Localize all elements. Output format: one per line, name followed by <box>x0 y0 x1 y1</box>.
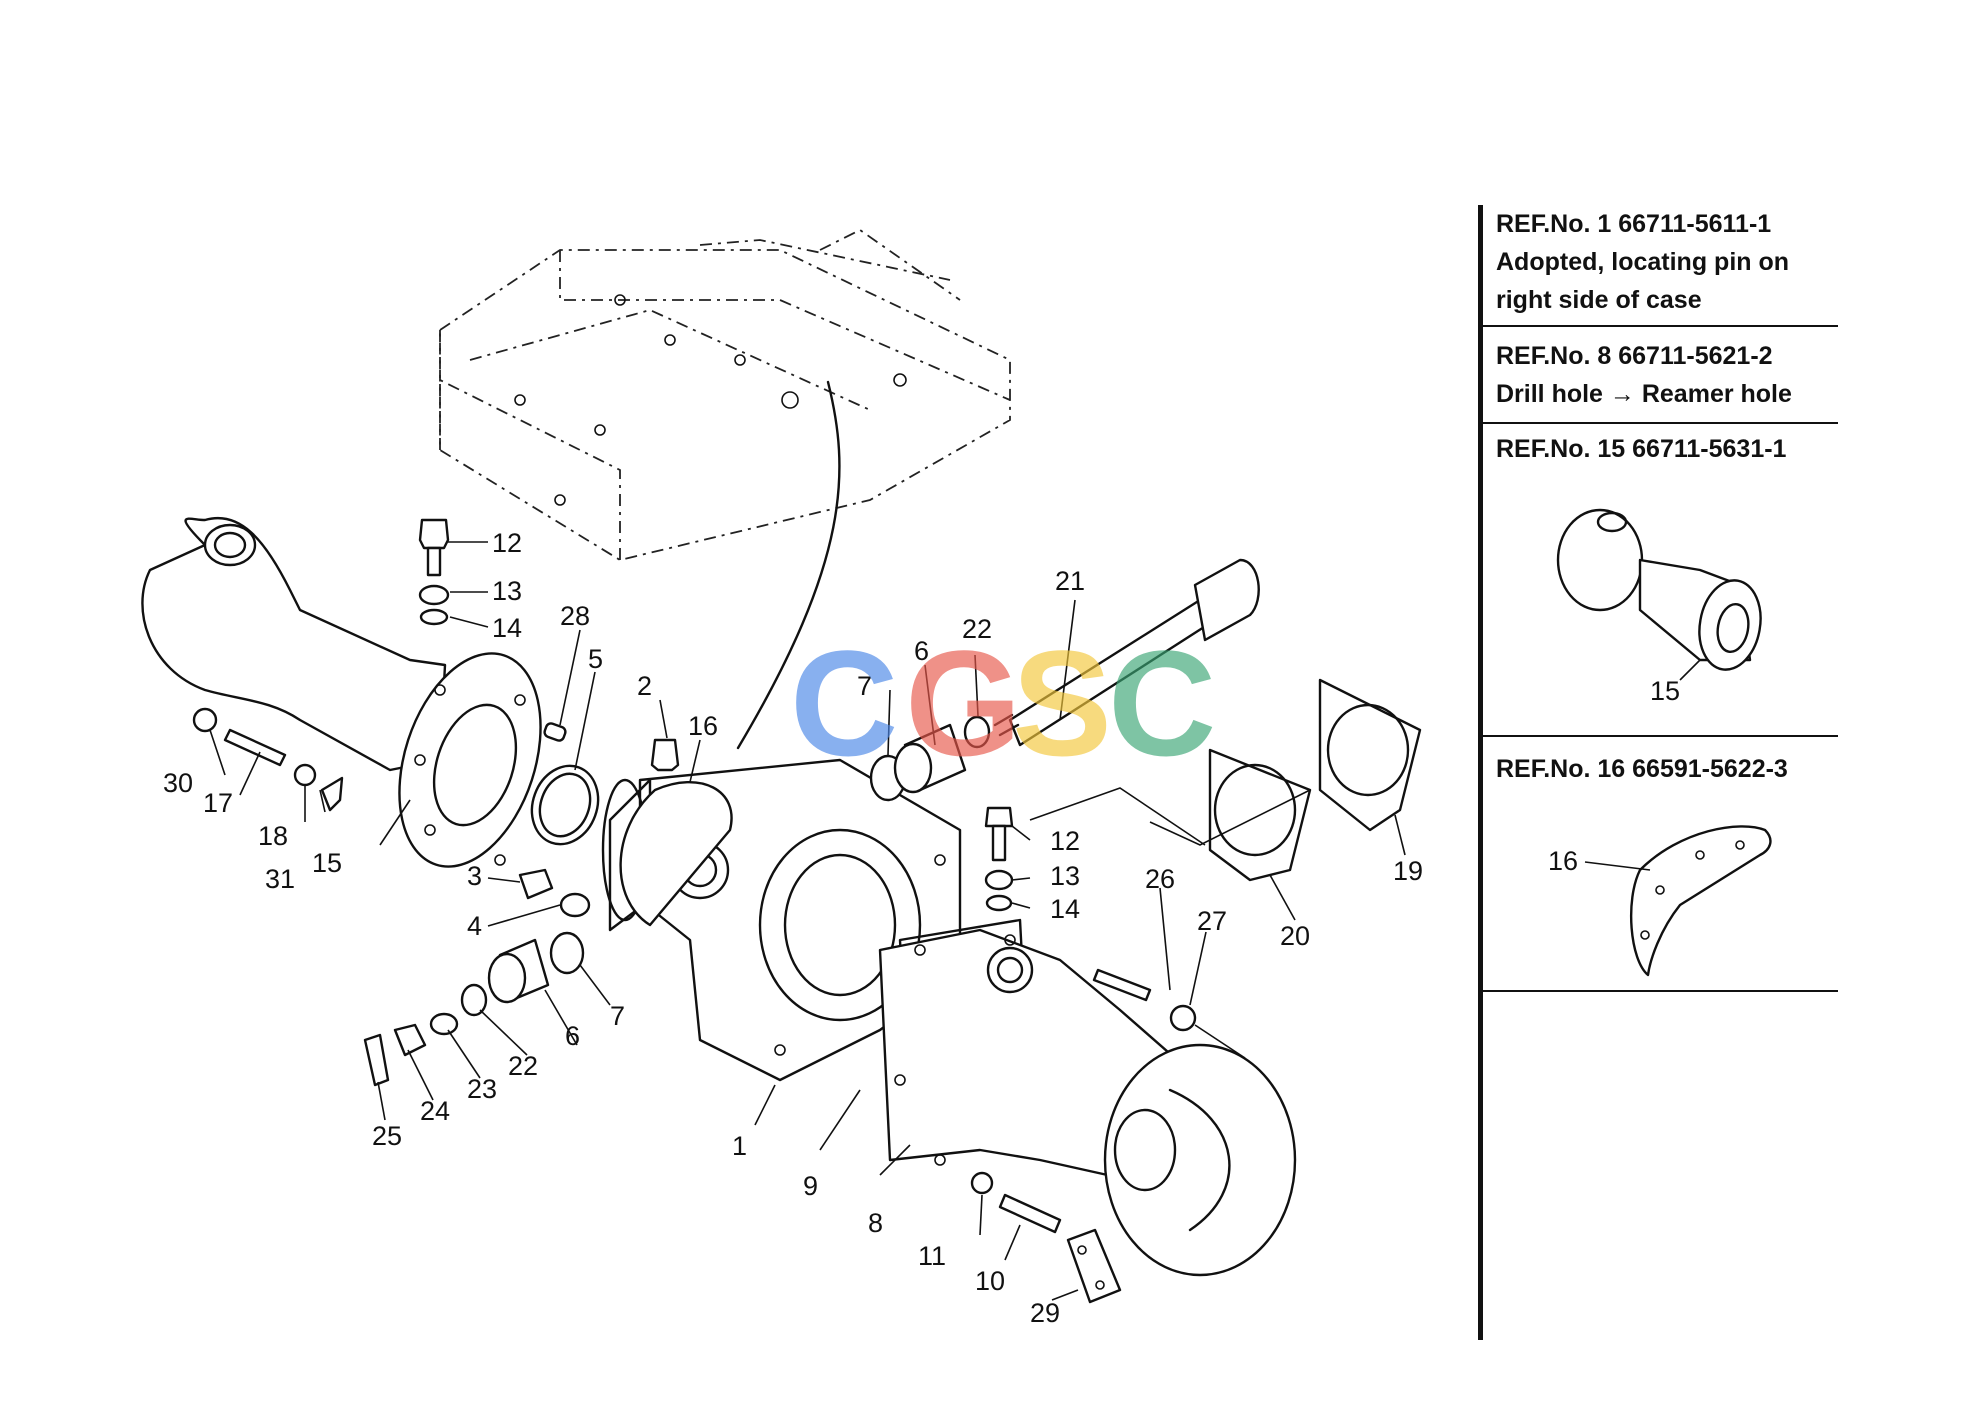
callout-19: 19 <box>1393 856 1423 886</box>
callout-28: 28 <box>560 601 590 631</box>
callout-6b: 6 <box>565 1021 580 1051</box>
callout-27: 27 <box>1197 906 1227 936</box>
tractor-frame-outline <box>439 228 1011 561</box>
callout-12b: 12 <box>1050 826 1080 856</box>
watermark-letter-2: G <box>905 619 1022 787</box>
callout-7: 7 <box>857 671 872 701</box>
callout-30: 30 <box>163 768 193 798</box>
callout-22: 22 <box>962 614 992 644</box>
callout-4: 4 <box>467 911 482 941</box>
note-ref-15-number: REF.No. 15 66711-5631-1 <box>1496 435 1787 463</box>
callout-20: 20 <box>1280 921 1310 951</box>
watermark-letter-1: C <box>790 619 898 787</box>
note-divider-1 <box>1483 325 1838 327</box>
callout-26: 26 <box>1145 864 1175 894</box>
callout-16: 16 <box>688 711 718 741</box>
callout-3: 3 <box>467 861 482 891</box>
watermark-letter-3: S <box>1012 619 1112 787</box>
callout-13b: 13 <box>1050 861 1080 891</box>
callout-1: 1 <box>732 1131 747 1161</box>
callout-24: 24 <box>420 1096 450 1126</box>
inset-label-16: 16 <box>1548 846 1578 876</box>
note-ref-16: REF.No. 16 66591-5622-3 <box>1496 750 1838 788</box>
callout-29: 29 <box>1030 1298 1060 1328</box>
note-ref-1-number: REF.No. 1 66711-5611-1 <box>1496 210 1772 238</box>
callout-21: 21 <box>1055 566 1085 596</box>
callout-17: 17 <box>203 788 233 818</box>
callout-14: 14 <box>492 613 522 643</box>
watermark-letter-4: C <box>1108 619 1216 787</box>
callout-22b: 22 <box>508 1051 538 1081</box>
note-ref-8: REF.No. 8 66711-5621-2 Drill hole → Ream… <box>1496 337 1838 413</box>
inset-label-15: 15 <box>1650 676 1680 706</box>
cgsc-watermark: C G S C <box>790 619 1216 787</box>
note-ref-1-line-1: Adopted, locating pin on <box>1496 248 1790 276</box>
callout-23: 23 <box>467 1074 497 1104</box>
callout-6: 6 <box>914 636 929 666</box>
callout-labels: 12 13 14 28 5 2 16 7 6 22 21 3 4 7 6 22 … <box>163 528 1423 1328</box>
note-ref-1: REF.No. 1 66711-5611-1 Adopted, locating… <box>1496 205 1838 319</box>
note-ref-16-number: REF.No. 16 66591-5622-3 <box>1496 755 1788 783</box>
callout-13: 13 <box>492 576 522 606</box>
callout-10: 10 <box>975 1266 1005 1296</box>
callout-7b: 7 <box>610 1001 625 1031</box>
callout-8: 8 <box>868 1208 883 1238</box>
callout-18: 18 <box>258 821 288 851</box>
callout-11: 11 <box>918 1241 946 1271</box>
callout-14b: 14 <box>1050 894 1080 924</box>
callout-2: 2 <box>637 671 652 701</box>
callout-9: 9 <box>803 1171 818 1201</box>
note-ref-15: REF.No. 15 66711-5631-1 <box>1496 430 1838 468</box>
right-axle-housing <box>878 918 1297 1277</box>
hardware-parts <box>192 518 1422 1304</box>
note-divider-4 <box>1483 990 1838 992</box>
callout-15: 15 <box>312 848 342 878</box>
note-divider-2 <box>1483 422 1838 424</box>
control-cable <box>736 380 841 750</box>
callout-31: 31 <box>265 864 295 894</box>
callout-25: 25 <box>372 1121 402 1151</box>
leader-lines <box>209 541 1406 1301</box>
note-ref-1-line-2: right side of case <box>1496 286 1702 314</box>
note-divider-3 <box>1483 735 1838 737</box>
left-axle-housing <box>141 517 542 868</box>
inset-housing-15: 15 <box>1556 508 1762 706</box>
callout-5: 5 <box>588 644 603 674</box>
inset-seal-16: 16 <box>1548 825 1772 977</box>
note-ref-8-line-1: Drill hole → Reamer hole <box>1496 380 1792 408</box>
note-ref-8-number: REF.No. 8 66711-5621-2 <box>1496 342 1773 370</box>
panel-divider <box>1478 205 1483 1340</box>
callout-12: 12 <box>492 528 522 558</box>
